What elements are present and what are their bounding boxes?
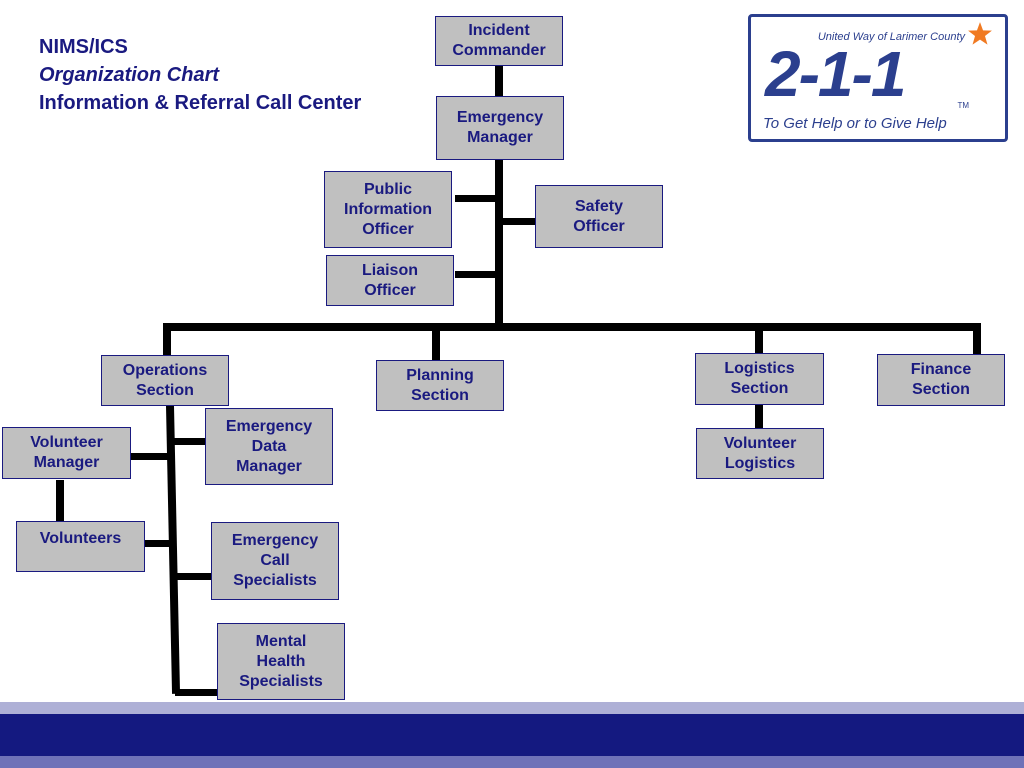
- logo-number: 2-1-1: [765, 38, 906, 110]
- connector-sections-bar: [163, 323, 980, 331]
- logo-org-name: United Way of Larimer County: [817, 31, 965, 43]
- connector-volunteers: [145, 540, 172, 547]
- star-icon: [968, 22, 992, 45]
- logistics-section-label: Logistics Section: [724, 360, 795, 397]
- connector-operations-trunk: [166, 405, 181, 694]
- box-emergency-call-specialists: Emergency Call Specialists: [211, 522, 339, 600]
- connector-call-specialists: [173, 573, 211, 580]
- emergency-data-manager-label: Emergency Data Manager: [225, 417, 313, 475]
- connector-vm-volunteers: [56, 480, 64, 521]
- public-information-officer-label: Public Information Officer: [344, 180, 432, 238]
- connector-drop-operations: [163, 323, 171, 355]
- united-way-211-logo: United Way of Larimer County 2-1-1 TM To…: [748, 14, 1008, 142]
- liaison-officer-label: Liaison Officer: [361, 261, 418, 299]
- emergency-call-specialists-label: Emergency Call Specialists: [231, 532, 319, 589]
- operations-section-label: Operations Section: [122, 361, 208, 399]
- box-logistics-section: Logistics Section: [695, 353, 824, 405]
- connector-public-info: [455, 195, 495, 202]
- connector-command-trunk: [495, 160, 503, 328]
- footer-band-mid: [0, 756, 1024, 768]
- footer-band-light: [0, 702, 1024, 714]
- logo-tagline: To Get Help or to Give Help: [763, 115, 947, 132]
- connector-mental-health: [175, 689, 217, 696]
- connector-data-manager: [170, 438, 205, 445]
- title-line-3: Information & Referral Call Center: [39, 92, 362, 114]
- box-incident-commander: Incident Commander: [435, 16, 563, 66]
- connector-liaison: [455, 271, 495, 278]
- footer-band-dark: [0, 714, 1024, 756]
- box-volunteer-logistics: Volunteer Logistics: [696, 428, 824, 479]
- connector-drop-planning: [432, 331, 440, 360]
- box-emergency-data-manager: Emergency Data Manager: [205, 408, 333, 485]
- emergency-manager-label: Emergency Manager: [456, 109, 544, 146]
- title-line-2: Organization Chart: [39, 64, 220, 86]
- box-liaison-officer: Liaison Officer: [326, 255, 454, 306]
- incident-commander-label: Incident Commander: [452, 22, 546, 59]
- title-line-1: NIMS/ICS: [39, 36, 128, 58]
- volunteer-logistics-label: Volunteer Logistics: [723, 434, 797, 472]
- chart-title: NIMS/ICS Organization Chart Information …: [39, 33, 361, 117]
- connector-volunteer-manager: [131, 453, 168, 460]
- volunteer-manager-label: Volunteer Manager: [30, 434, 103, 471]
- connector-logistics-volunteer: [755, 405, 763, 428]
- box-planning-section: Planning Section: [376, 360, 504, 411]
- box-public-information-officer: Public Information Officer: [324, 171, 452, 248]
- safety-officer-label: Safety Officer: [573, 197, 625, 235]
- box-emergency-manager: Emergency Manager: [436, 96, 564, 160]
- connector-drop-finance: [973, 323, 981, 354]
- mental-health-specialists-label: Mental Health Specialists: [239, 632, 323, 690]
- box-mental-health-specialists: Mental Health Specialists: [217, 623, 345, 700]
- box-finance-section: Finance Section: [877, 354, 1005, 406]
- planning-section-label: Planning Section: [406, 366, 474, 404]
- box-volunteers: Volunteers: [16, 521, 145, 572]
- box-safety-officer: Safety Officer: [535, 185, 663, 248]
- connector-drop-logistics: [755, 331, 763, 353]
- connector-ic-em: [495, 66, 503, 96]
- box-operations-section: Operations Section: [101, 355, 229, 406]
- volunteers-label: Volunteers: [39, 530, 122, 547]
- connector-safety: [503, 218, 535, 225]
- finance-section-label: Finance Section: [910, 361, 972, 398]
- logo-trademark: TM: [957, 101, 969, 110]
- box-volunteer-manager: Volunteer Manager: [2, 427, 131, 479]
